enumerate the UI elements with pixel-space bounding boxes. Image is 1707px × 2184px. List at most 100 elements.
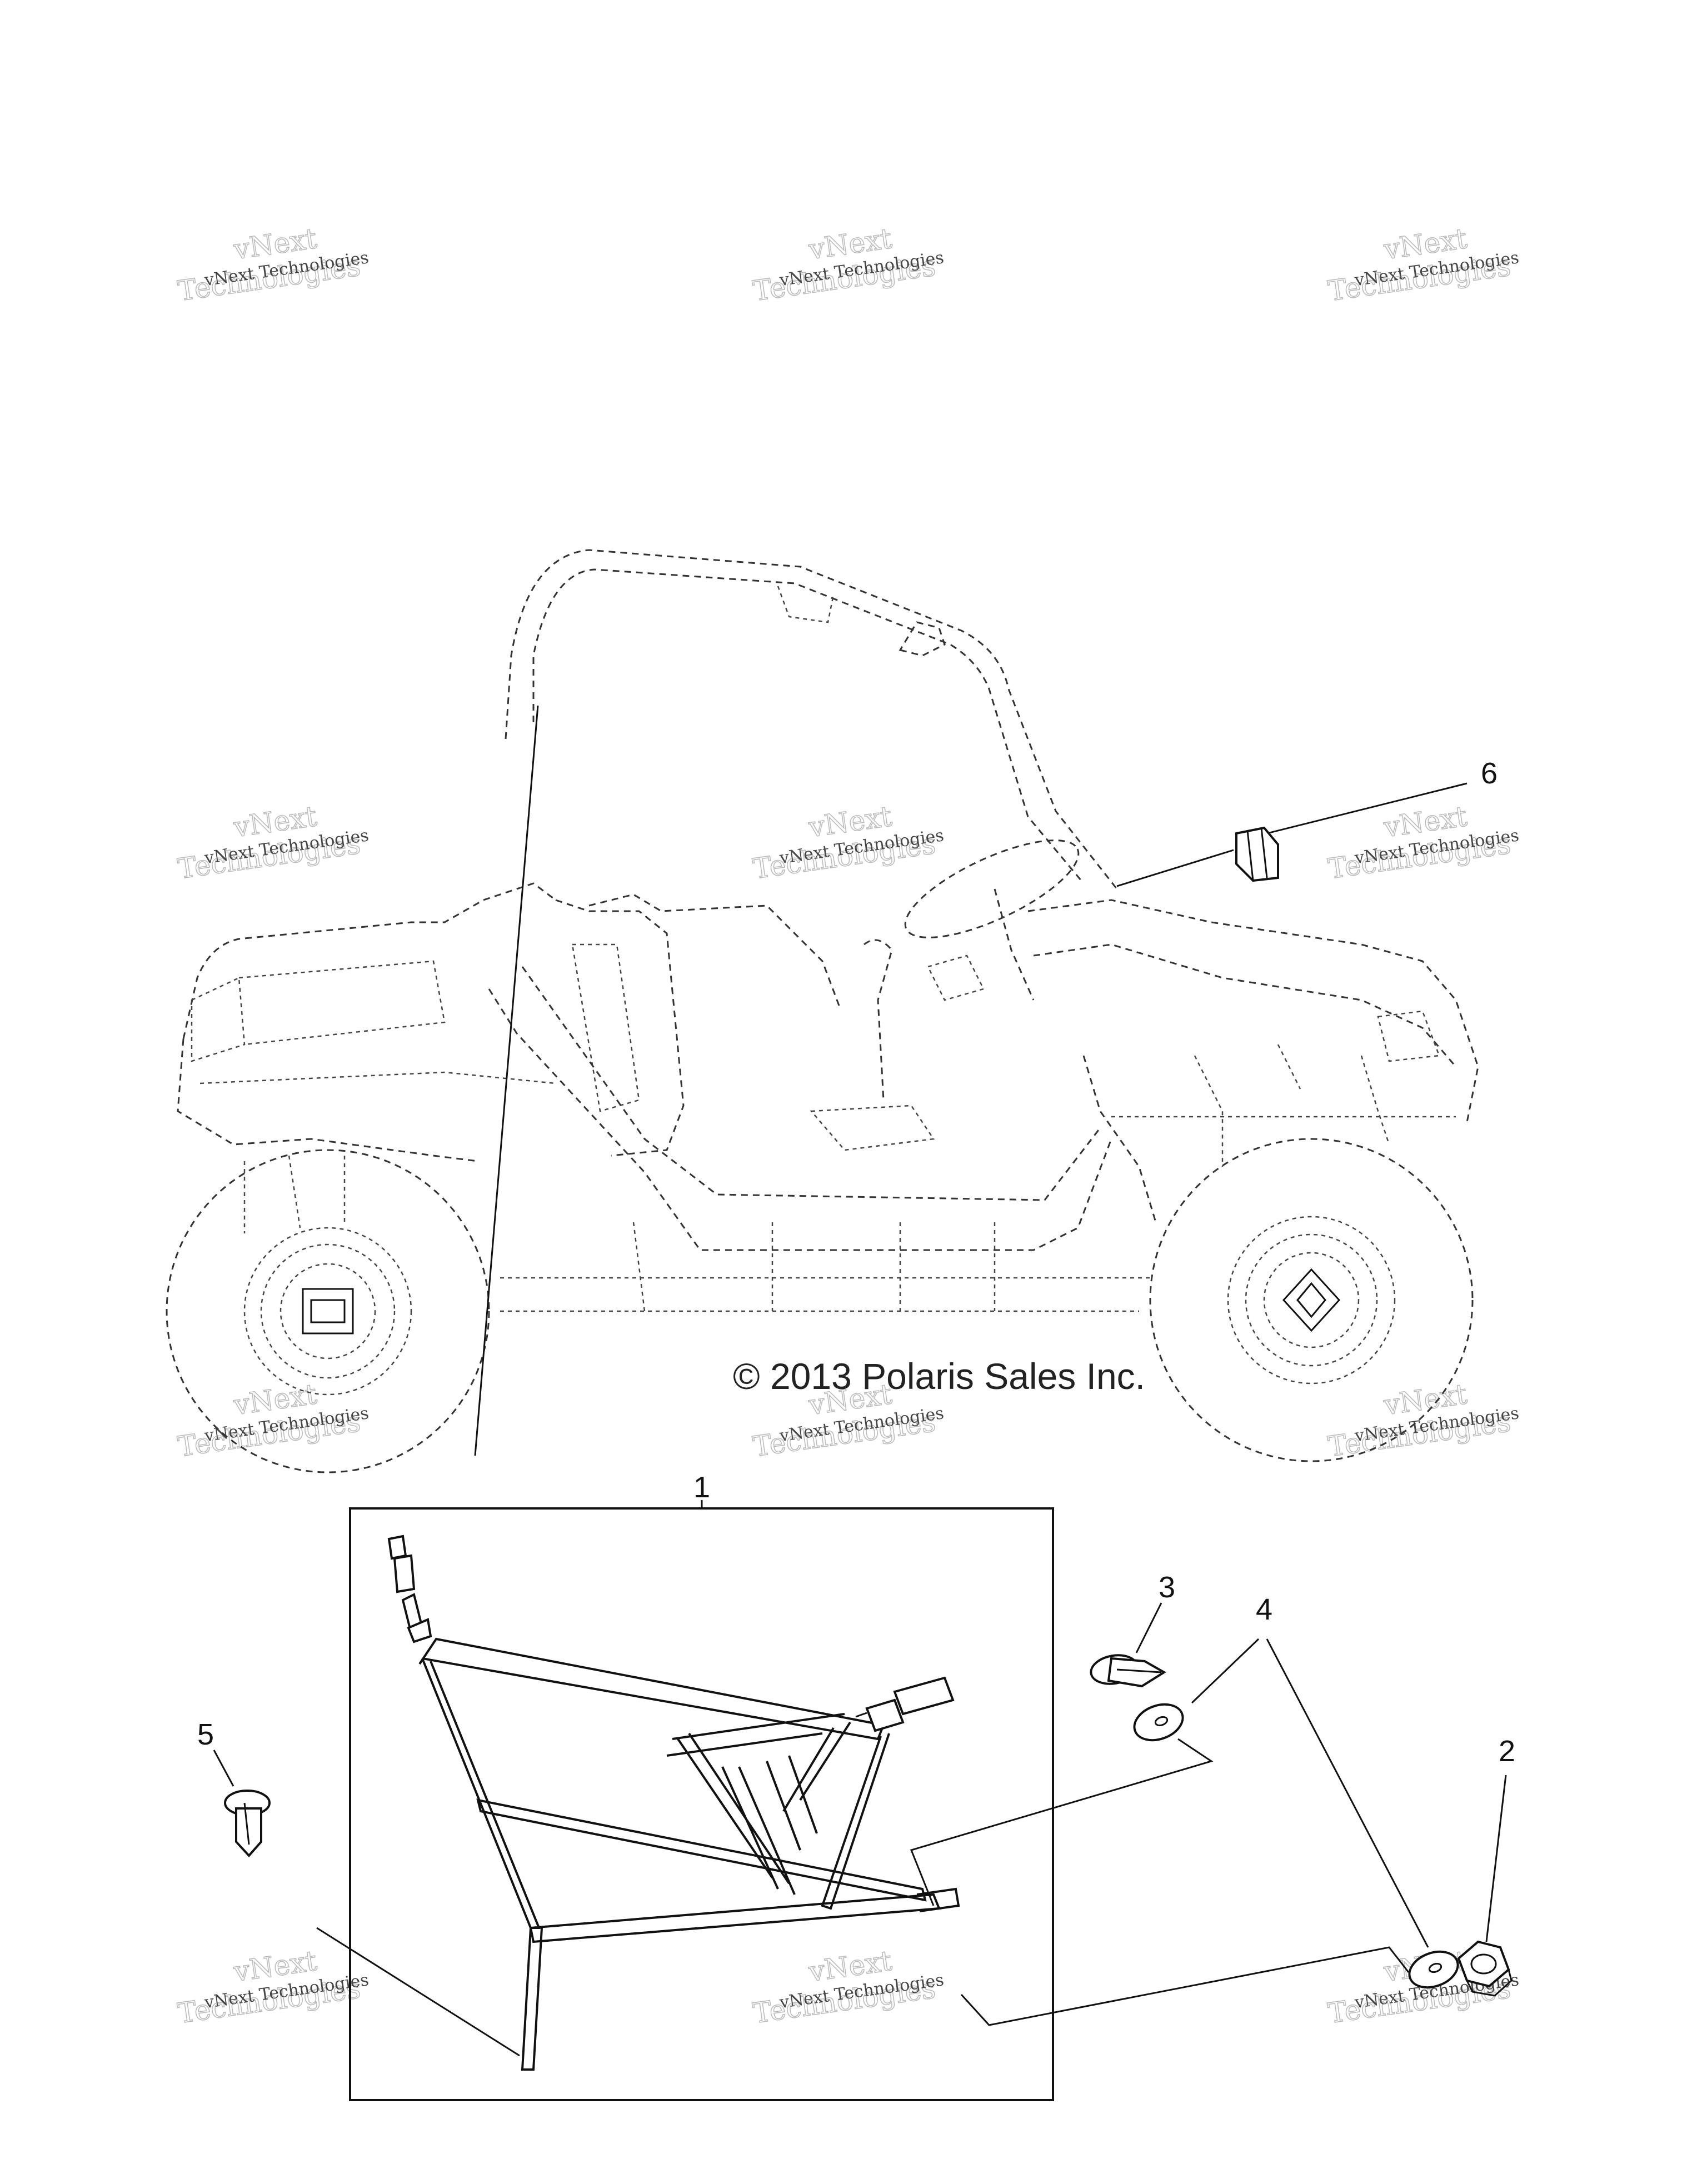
washer-lower (1408, 1950, 1459, 1989)
leader-line-6 (1116, 849, 1234, 887)
watermark-bottom-left: vNext Technologies vNext Technologies (176, 1944, 370, 2030)
frame-cross-members (632, 1222, 996, 1312)
roll-cage-inner (505, 549, 1118, 889)
seat-cushion (571, 943, 640, 1112)
part-5-push-rivet (224, 1790, 271, 1857)
rivet-5-split (243, 1802, 250, 1845)
leader-line-net-to-vehicle (474, 705, 539, 1456)
callout-5: 5 (197, 1718, 214, 1751)
front-wheel-hub-ring (1263, 1252, 1360, 1348)
watermark-bottom-center: vNext Technologies vNext Technologies (751, 1944, 945, 2030)
buckle-front-tongue (893, 1676, 955, 1716)
front-suspension (1194, 1044, 1390, 1167)
callout-6: 6 (1481, 757, 1498, 790)
rivet-3-split (1116, 1668, 1162, 1673)
nut-flange (1466, 1969, 1513, 1997)
rear-wheel-hub (302, 1288, 354, 1335)
callout-1: 1 (693, 1471, 710, 1504)
part-3-push-rivet (1090, 1654, 1166, 1688)
buckle-front-link (855, 1712, 867, 1718)
callout-4: 4 (1256, 1593, 1272, 1626)
seat-back (555, 899, 685, 1157)
front-wheel-tire (1149, 1138, 1474, 1462)
vehicle-outline (166, 549, 1479, 1473)
leader-line-2 (1485, 1775, 1507, 1942)
net-bottom-tab (521, 1927, 543, 2071)
callout-3: 3 (1159, 1571, 1175, 1604)
clip-ribs (1246, 827, 1268, 881)
copyright-text: © 2013 Polaris Sales Inc. (733, 1356, 1145, 1397)
leader-path-washer-to-net (910, 1738, 1214, 1906)
tail-light (191, 977, 246, 1062)
buckle-top-body (393, 1554, 416, 1593)
front-wheel-rim-inner (1245, 1233, 1378, 1367)
buckle-top-clip (407, 1618, 432, 1643)
buckle-front-body (865, 1698, 905, 1732)
washer-upper (1133, 1703, 1184, 1742)
leader-line-6-callout (1266, 782, 1468, 834)
rivet-5-shank (235, 1807, 262, 1857)
watermark-mid-center: vNext Technologies vNext Technologies (751, 799, 945, 886)
rear-wheel-rim-inner (260, 1243, 396, 1379)
net-middle-strap (476, 1798, 927, 1902)
roll-cage-clamp (899, 621, 946, 657)
front-fender (1082, 1055, 1157, 1223)
leader-line-3 (1135, 1602, 1162, 1653)
rear-wheel-tire (166, 1149, 490, 1473)
leader-line-5 (213, 1750, 234, 1787)
washer-lower-hole (1428, 1962, 1443, 1973)
rear-body-top (182, 882, 556, 1039)
headlight (1377, 1010, 1440, 1062)
net-bottom-strap (529, 1893, 941, 1943)
watermark-mid-right: vNext Technologies vNext Technologies (1326, 799, 1520, 886)
rocker-inner (521, 966, 1101, 1201)
front-hood (1027, 899, 1479, 1123)
rear-wheel-rim-outer (243, 1227, 412, 1396)
nut-bore (1470, 1953, 1497, 1975)
part-2-flange-nut (1457, 1940, 1513, 1997)
net-webbing (666, 1713, 851, 1895)
net-front-tab (916, 1887, 960, 1912)
net-front-strap (821, 1733, 890, 1910)
part-4-washer-lower (1408, 1950, 1459, 1989)
watermark-low-left: vNext Technologies vNext Technologies (176, 1377, 370, 1463)
rear-wheel-hub-ring (279, 1263, 376, 1360)
watermark-top-center: vNext Technologies vNext Technologies (751, 222, 945, 308)
clip-body (1235, 826, 1279, 882)
front-wheel-hub (1282, 1268, 1341, 1332)
part-6-clip (1235, 826, 1279, 882)
buckle-top-cap (387, 1535, 407, 1560)
net-top-strap (418, 1637, 885, 1741)
steering-wheel (904, 839, 1080, 938)
leader-line-4b (1266, 1638, 1429, 1948)
leader-path-nut-to-net (960, 1946, 1410, 2026)
leader-line-5-to-net (316, 1927, 520, 2057)
frame-rails (500, 1277, 1150, 1312)
front-wheel-rim-outer (1227, 1216, 1396, 1385)
part-4-washer-upper (1133, 1703, 1184, 1742)
watermark-top-left: vNext Technologies vNext Technologies (176, 222, 370, 308)
watermark-mid-left: vNext Technologies vNext Technologies (176, 799, 370, 886)
gear-shifter (864, 939, 893, 1101)
rivet-3-shank (1107, 1657, 1166, 1688)
steering-column (994, 888, 1035, 1001)
cage-mount (777, 586, 835, 623)
console (810, 1105, 935, 1151)
dash-controls (927, 954, 985, 1001)
leader-line-4a (1191, 1638, 1260, 1704)
rear-panel (238, 960, 446, 1046)
callout-2: 2 (1499, 1735, 1515, 1768)
roll-cage-outer (532, 568, 1085, 884)
rear-suspension (243, 1155, 346, 1233)
floor-frame (488, 988, 1112, 1251)
part-1-door-net (387, 1535, 960, 2071)
net-left-strap (421, 1658, 541, 1929)
front-body-line (1033, 943, 1457, 1067)
seat-frame-top (588, 893, 840, 1006)
net-detail-box (349, 1507, 1054, 2101)
rear-fender-line (199, 1071, 556, 1084)
rear-body-lower (177, 1038, 478, 1162)
washer-upper-hole (1154, 1716, 1169, 1727)
watermark-top-right: vNext Technologies vNext Technologies (1326, 222, 1520, 308)
